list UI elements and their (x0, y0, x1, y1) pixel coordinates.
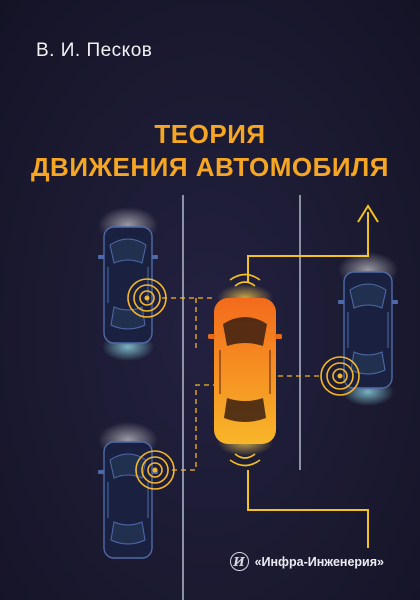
arrow-up-icon (357, 204, 379, 223)
sensor-ring-icon (320, 356, 360, 396)
sensor-ring-icon (135, 450, 175, 490)
sensor-ring-icon (127, 278, 167, 318)
sensor-link-left-bottom (172, 384, 214, 471)
book-title: ТЕОРИЯ ДВИЖЕНИЯ АВТОМОБИЛЯ (0, 118, 420, 184)
sensor-link-left-top (162, 297, 214, 348)
author-name: В. И. Песков (36, 40, 153, 61)
title-line-1: ТЕОРИЯ (154, 119, 266, 149)
title-line-2: ДВИЖЕНИЯ АВТОМОБИЛЯ (31, 152, 389, 182)
publisher: И «Инфра-Инженерия» (229, 552, 384, 571)
publisher-name: «Инфра-Инженерия» (254, 554, 384, 569)
main-car-icon (208, 273, 282, 467)
car-icon (337, 252, 399, 406)
guidance-path-top (247, 212, 369, 282)
car-icon (97, 422, 159, 559)
publisher-logo-icon: И (229, 552, 249, 571)
guidance-path-bottom (247, 470, 369, 548)
car-icon (97, 207, 159, 361)
